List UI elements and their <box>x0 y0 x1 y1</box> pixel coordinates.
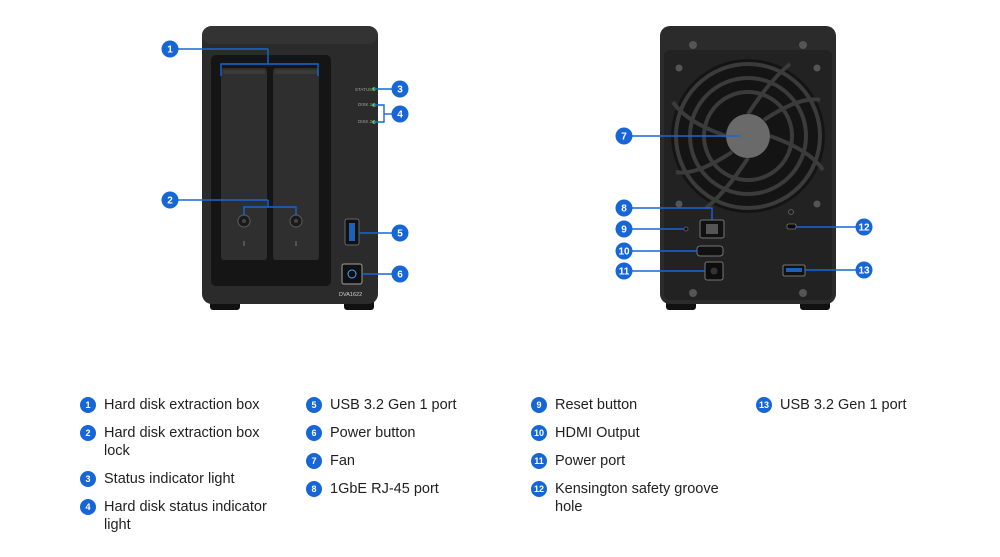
legend-badge-2: 2 <box>80 425 96 441</box>
callout-badge-6: 6 <box>391 265 409 283</box>
callout-badge-4: 4 <box>391 105 409 123</box>
legend-item-12: 12 Kensington safety groove hole <box>531 480 731 516</box>
callout-badge-2: 2 <box>161 191 179 209</box>
svg-text:13: 13 <box>858 266 870 277</box>
led-label-disk2: DISK 2 <box>358 119 373 124</box>
back-view <box>660 26 836 310</box>
legend-item-8: 8 1GbE RJ-45 port <box>306 480 506 498</box>
model-label: DVA1622 <box>339 292 362 298</box>
callout-badge-7: 7 <box>615 127 633 145</box>
svg-text:9: 9 <box>621 225 627 236</box>
front-view: STATUS DISK 1 DISK 2 DVA1622 <box>202 26 378 310</box>
legend-item-1: 1 Hard disk extraction box <box>80 396 280 414</box>
legend-badge-1: 1 <box>80 397 96 413</box>
svg-text:10: 10 <box>618 247 630 258</box>
legend-item-2: 2 Hard disk extraction box lock <box>80 424 280 460</box>
legend-badge-3: 3 <box>80 471 96 487</box>
legend-label-13: USB 3.2 Gen 1 port <box>780 397 907 413</box>
legend-badge-13: 13 <box>756 397 772 413</box>
legend-badge-9: 9 <box>531 397 547 413</box>
legend-label-4: Hard disk status indicator light <box>104 499 267 533</box>
svg-text:12: 12 <box>858 223 870 234</box>
legend-label-2: Hard disk extraction box lock <box>104 425 260 459</box>
callout-badge-12: 12 <box>855 218 873 236</box>
hdmi-port[interactable] <box>696 245 724 257</box>
legend-badge-6: 6 <box>306 425 322 441</box>
svg-text:1: 1 <box>167 45 173 56</box>
svg-text:4: 4 <box>397 110 403 121</box>
legend-column-2: 5 USB 3.2 Gen 1 port 6 Power button 7 Fa… <box>306 396 506 498</box>
legend-item-5: 5 USB 3.2 Gen 1 port <box>306 396 506 414</box>
led-label-status: STATUS <box>355 87 372 92</box>
drive-tray-2[interactable] <box>273 68 319 260</box>
kensington-slot[interactable] <box>786 223 797 230</box>
svg-text:3: 3 <box>397 85 403 96</box>
legend-badge-12: 12 <box>531 481 547 497</box>
legend-item-13: 13 USB 3.2 Gen 1 port <box>756 396 956 414</box>
callout-lines <box>178 48 856 275</box>
legend-item-9: 9 Reset button <box>531 396 731 414</box>
legend-item-3: 3 Status indicator light <box>80 470 280 488</box>
callout-badge-8: 8 <box>615 199 633 217</box>
callout-badge-5: 5 <box>391 224 409 242</box>
callout-badge-1: 1 <box>161 40 179 58</box>
legend-column-1: 1 Hard disk extraction box 2 Hard disk e… <box>80 396 280 534</box>
legend-label-3: Status indicator light <box>104 471 235 487</box>
legend-label-10: HDMI Output <box>555 425 640 441</box>
legend-label-5: USB 3.2 Gen 1 port <box>330 397 457 413</box>
legend-badge-7: 7 <box>306 453 322 469</box>
legend-item-10: 10 HDMI Output <box>531 424 731 442</box>
legend-label-9: Reset button <box>555 397 638 413</box>
legend-badge-10: 10 <box>531 425 547 441</box>
callout-badge-9: 9 <box>615 220 633 238</box>
legend-label-1: Hard disk extraction box <box>104 397 260 413</box>
callout-badges: 1 2 3 4 5 6 7 8 9 10 11 12 13 <box>161 40 873 283</box>
legend-column-4: 13 USB 3.2 Gen 1 port <box>756 396 956 414</box>
led-label-disk1: DISK 1 <box>358 102 373 107</box>
legend-label-12: Kensington safety groove hole <box>555 481 719 515</box>
reset-button[interactable] <box>683 226 689 232</box>
svg-text:8: 8 <box>621 204 627 215</box>
legend-badge-8: 8 <box>306 481 322 497</box>
svg-text:11: 11 <box>619 267 630 278</box>
legend-badge-4: 4 <box>80 499 96 515</box>
legend-item-7: 7 Fan <box>306 452 506 470</box>
svg-text:2: 2 <box>167 196 173 207</box>
legend-item-4: 4 Hard disk status indicator light <box>80 498 280 534</box>
device-diagram: STATUS DISK 1 DISK 2 DVA1622 <box>161 26 873 310</box>
legend-item-11: 11 Power port <box>531 452 731 470</box>
power-button[interactable] <box>341 263 363 285</box>
legend-label-6: Power button <box>330 425 416 441</box>
callout-badge-11: 11 <box>615 262 633 280</box>
legend-badge-5: 5 <box>306 397 322 413</box>
legend-item-6: 6 Power button <box>306 424 506 442</box>
legend-label-11: Power port <box>555 453 626 469</box>
svg-text:7: 7 <box>621 132 627 143</box>
drive-tray-1[interactable] <box>221 68 267 260</box>
legend-column-3: 9 Reset button 10 HDMI Output 11 Power p… <box>531 396 731 516</box>
fan <box>671 59 825 213</box>
legend-label-7: Fan <box>330 453 355 469</box>
callout-badge-10: 10 <box>615 242 633 260</box>
callout-badge-3: 3 <box>391 80 409 98</box>
callout-badge-13: 13 <box>855 261 873 279</box>
legend-label-8: 1GbE RJ-45 port <box>330 481 439 497</box>
svg-text:6: 6 <box>397 270 403 281</box>
svg-text:5: 5 <box>397 229 403 240</box>
legend-badge-11: 11 <box>531 453 547 469</box>
